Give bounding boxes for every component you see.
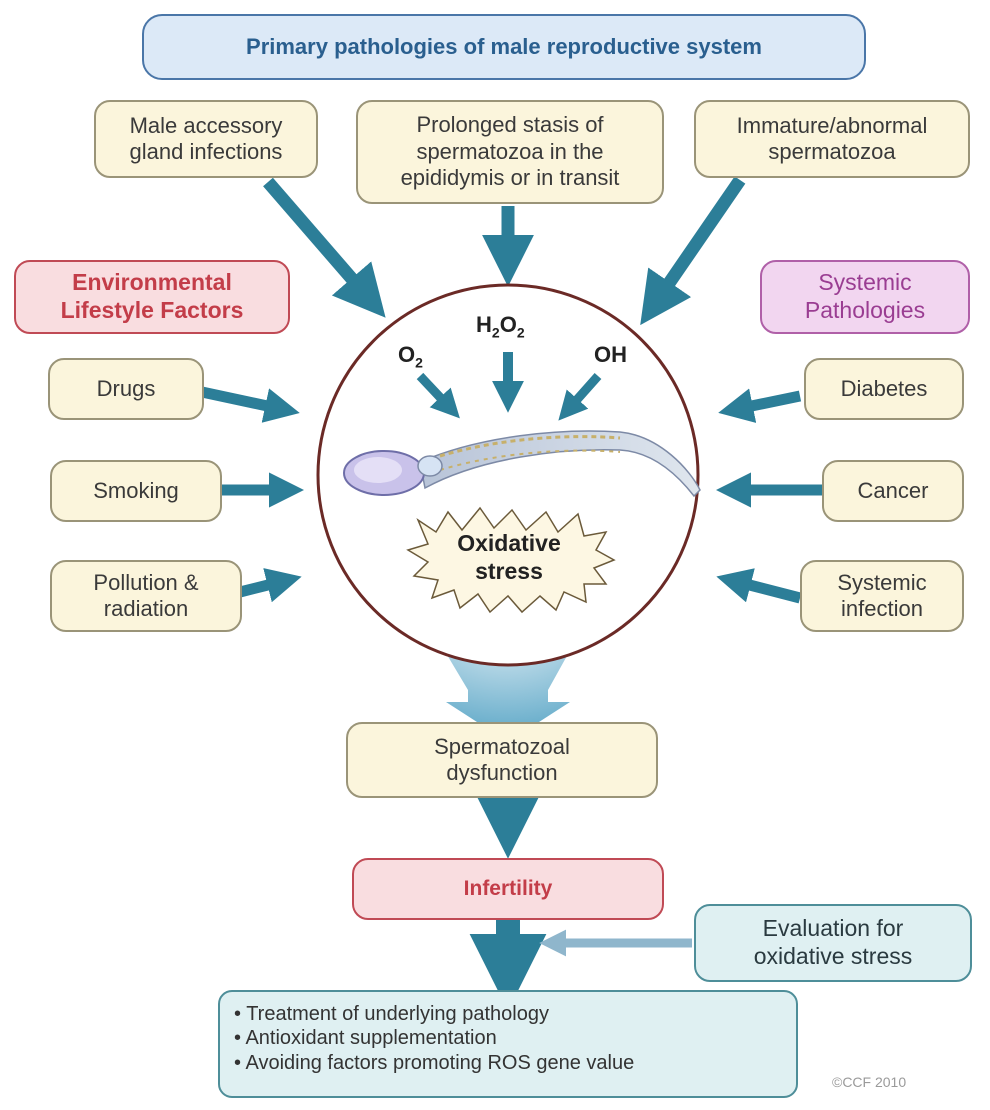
cause-stasis: Prolonged stasis of spermatozoa in the e… <box>356 100 664 204</box>
systemic-heading: Systemic Pathologies <box>760 260 970 334</box>
arrow-systemic-infection <box>716 568 802 604</box>
label-oh: OH <box>594 342 627 367</box>
infertility-box: Infertility <box>352 858 664 920</box>
label-h2o2: H2O2 <box>476 312 525 341</box>
arrow-oh <box>558 373 602 421</box>
treatment-list: • Treatment of underlying pathology • An… <box>218 990 798 1098</box>
spermatozoal-dysfunction-box: Spermatozoal dysfunction <box>346 722 658 798</box>
arrow-immature <box>640 176 746 326</box>
cause-gland-infections: Male accessory gland infections <box>94 100 318 178</box>
arrow-drugs <box>200 386 300 423</box>
pathology-cancer: Cancer <box>822 460 964 522</box>
oxidative-stress-label: Oxidative stress <box>457 530 561 584</box>
oxidative-circle <box>316 283 700 667</box>
factor-drugs: Drugs <box>48 358 204 420</box>
pathology-diabetes: Diabetes <box>804 358 964 420</box>
arrow-diabetes <box>718 388 802 423</box>
title-text: Primary pathologies of male reproductive… <box>246 33 762 59</box>
label-o2: O2 <box>398 342 423 371</box>
treatment-item: • Antioxidant supplementation <box>234 1027 497 1050</box>
factor-smoking: Smoking <box>50 460 222 522</box>
arrow-pollution <box>238 568 302 603</box>
treatment-item: • Avoiding factors promoting ROS gene va… <box>234 1051 635 1074</box>
arrow-o2 <box>416 372 460 419</box>
treatment-item: • Treatment of underlying pathology <box>234 1003 549 1025</box>
factor-pollution-radiation: Pollution & radiation <box>50 560 242 632</box>
sperm-illustration <box>343 430 701 498</box>
copyright: ©CCF 2010 <box>832 1074 907 1090</box>
environmental-heading: Environmental Lifestyle Factors <box>14 260 290 334</box>
arrow-gland-infection <box>263 177 386 318</box>
diagram-title: Primary pathologies of male reproductive… <box>142 14 866 80</box>
cause-immature-spermatozoa: Immature/abnormal spermatozoa <box>694 100 970 178</box>
evaluation-box: Evaluation for oxidative stress <box>694 904 972 982</box>
pathology-systemic-infection: Systemic infection <box>800 560 964 632</box>
starburst-shape <box>406 506 616 614</box>
